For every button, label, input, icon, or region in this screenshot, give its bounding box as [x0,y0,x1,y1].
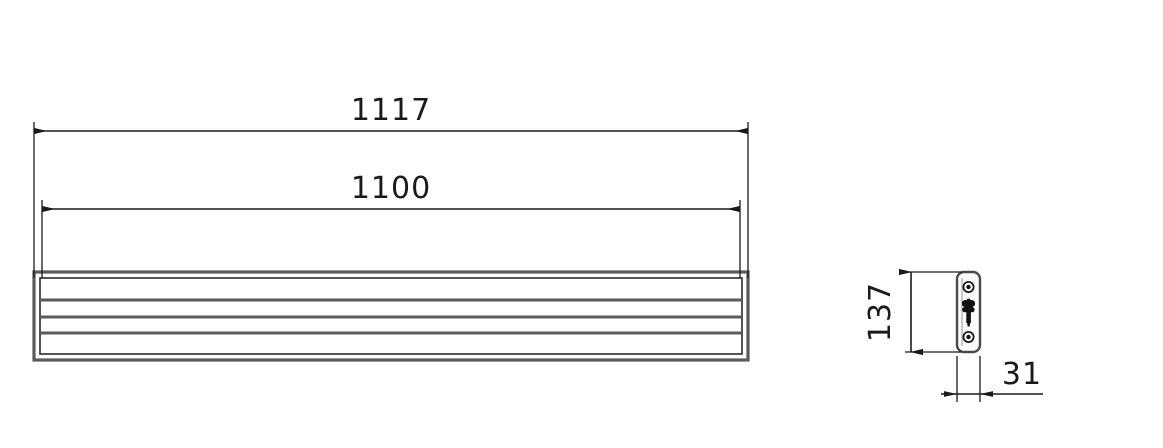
dimension-inner-length: 1100 [42,171,740,213]
dimension-label-137: 137 [863,282,898,342]
dimension-label-31: 31 [1002,357,1042,392]
screw-hole-bottom-center [966,334,971,340]
dimension-arrow-31-left [944,391,957,397]
side-view-group [955,270,982,354]
rail-outer-frame [32,270,750,362]
dimension-arrow-31-right [980,391,993,397]
front-view-extension-lines [33,122,749,278]
dimension-label-1100: 1100 [351,171,431,206]
dimension-bracket-height: 137 [863,268,962,356]
dimension-bracket-depth: 31 [941,356,1043,402]
screw-hole-top-center [966,284,971,290]
dimension-label-1117: 1117 [351,93,431,128]
keyhole-slot [961,298,976,327]
front-view-group [32,270,750,362]
dimension-overall-length: 1117 [34,93,748,135]
